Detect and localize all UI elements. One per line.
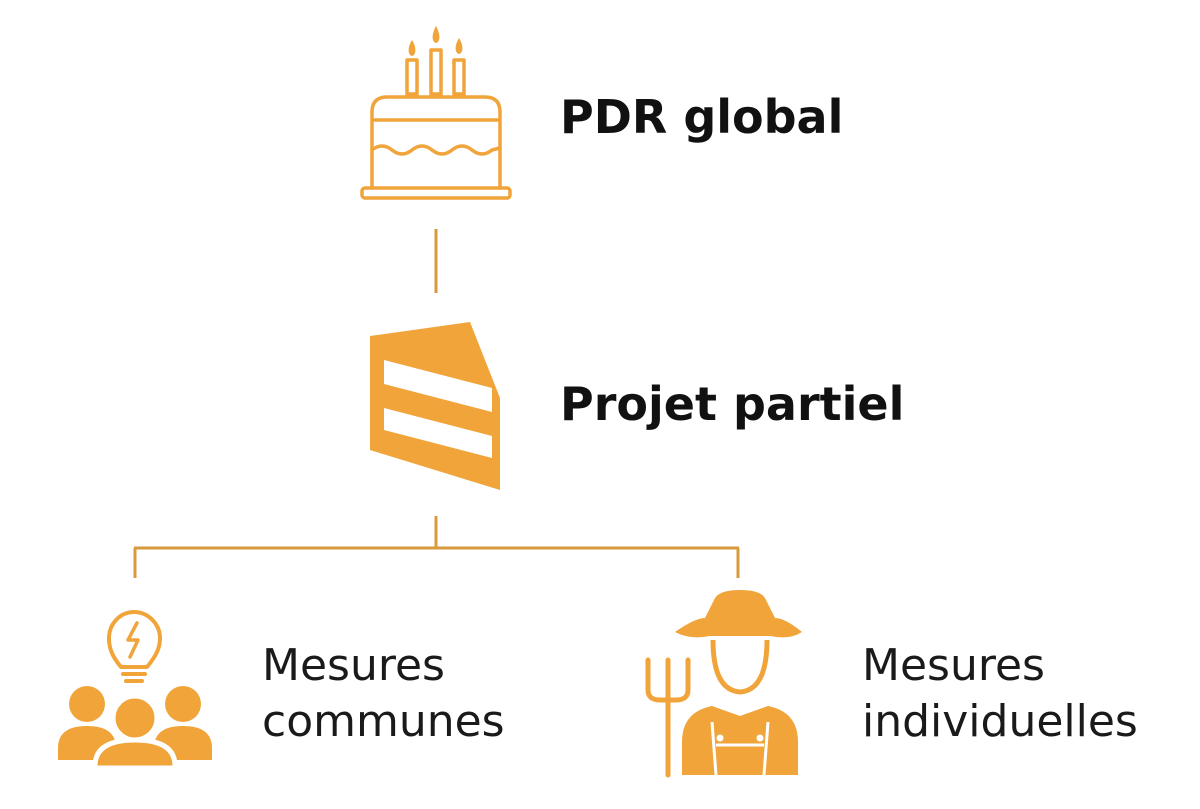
lightbulb-icon — [107, 610, 162, 683]
people-idea-icon — [58, 610, 212, 771]
node-common-label-line2: communes — [262, 696, 505, 747]
node-partial-label: Projet partiel — [560, 377, 904, 431]
pitchfork-icon — [645, 657, 691, 778]
farmer-icon — [645, 590, 802, 778]
node-common-label-line1: Mesures — [262, 640, 445, 691]
connectors — [133, 229, 740, 578]
cake-slice-icon — [370, 322, 500, 490]
node-global-label: PDR global — [560, 90, 843, 144]
node-individual-label-line2: individuelles — [862, 696, 1138, 747]
cake-icon — [360, 26, 512, 200]
node-individual-label-line1: Mesures — [862, 640, 1045, 691]
